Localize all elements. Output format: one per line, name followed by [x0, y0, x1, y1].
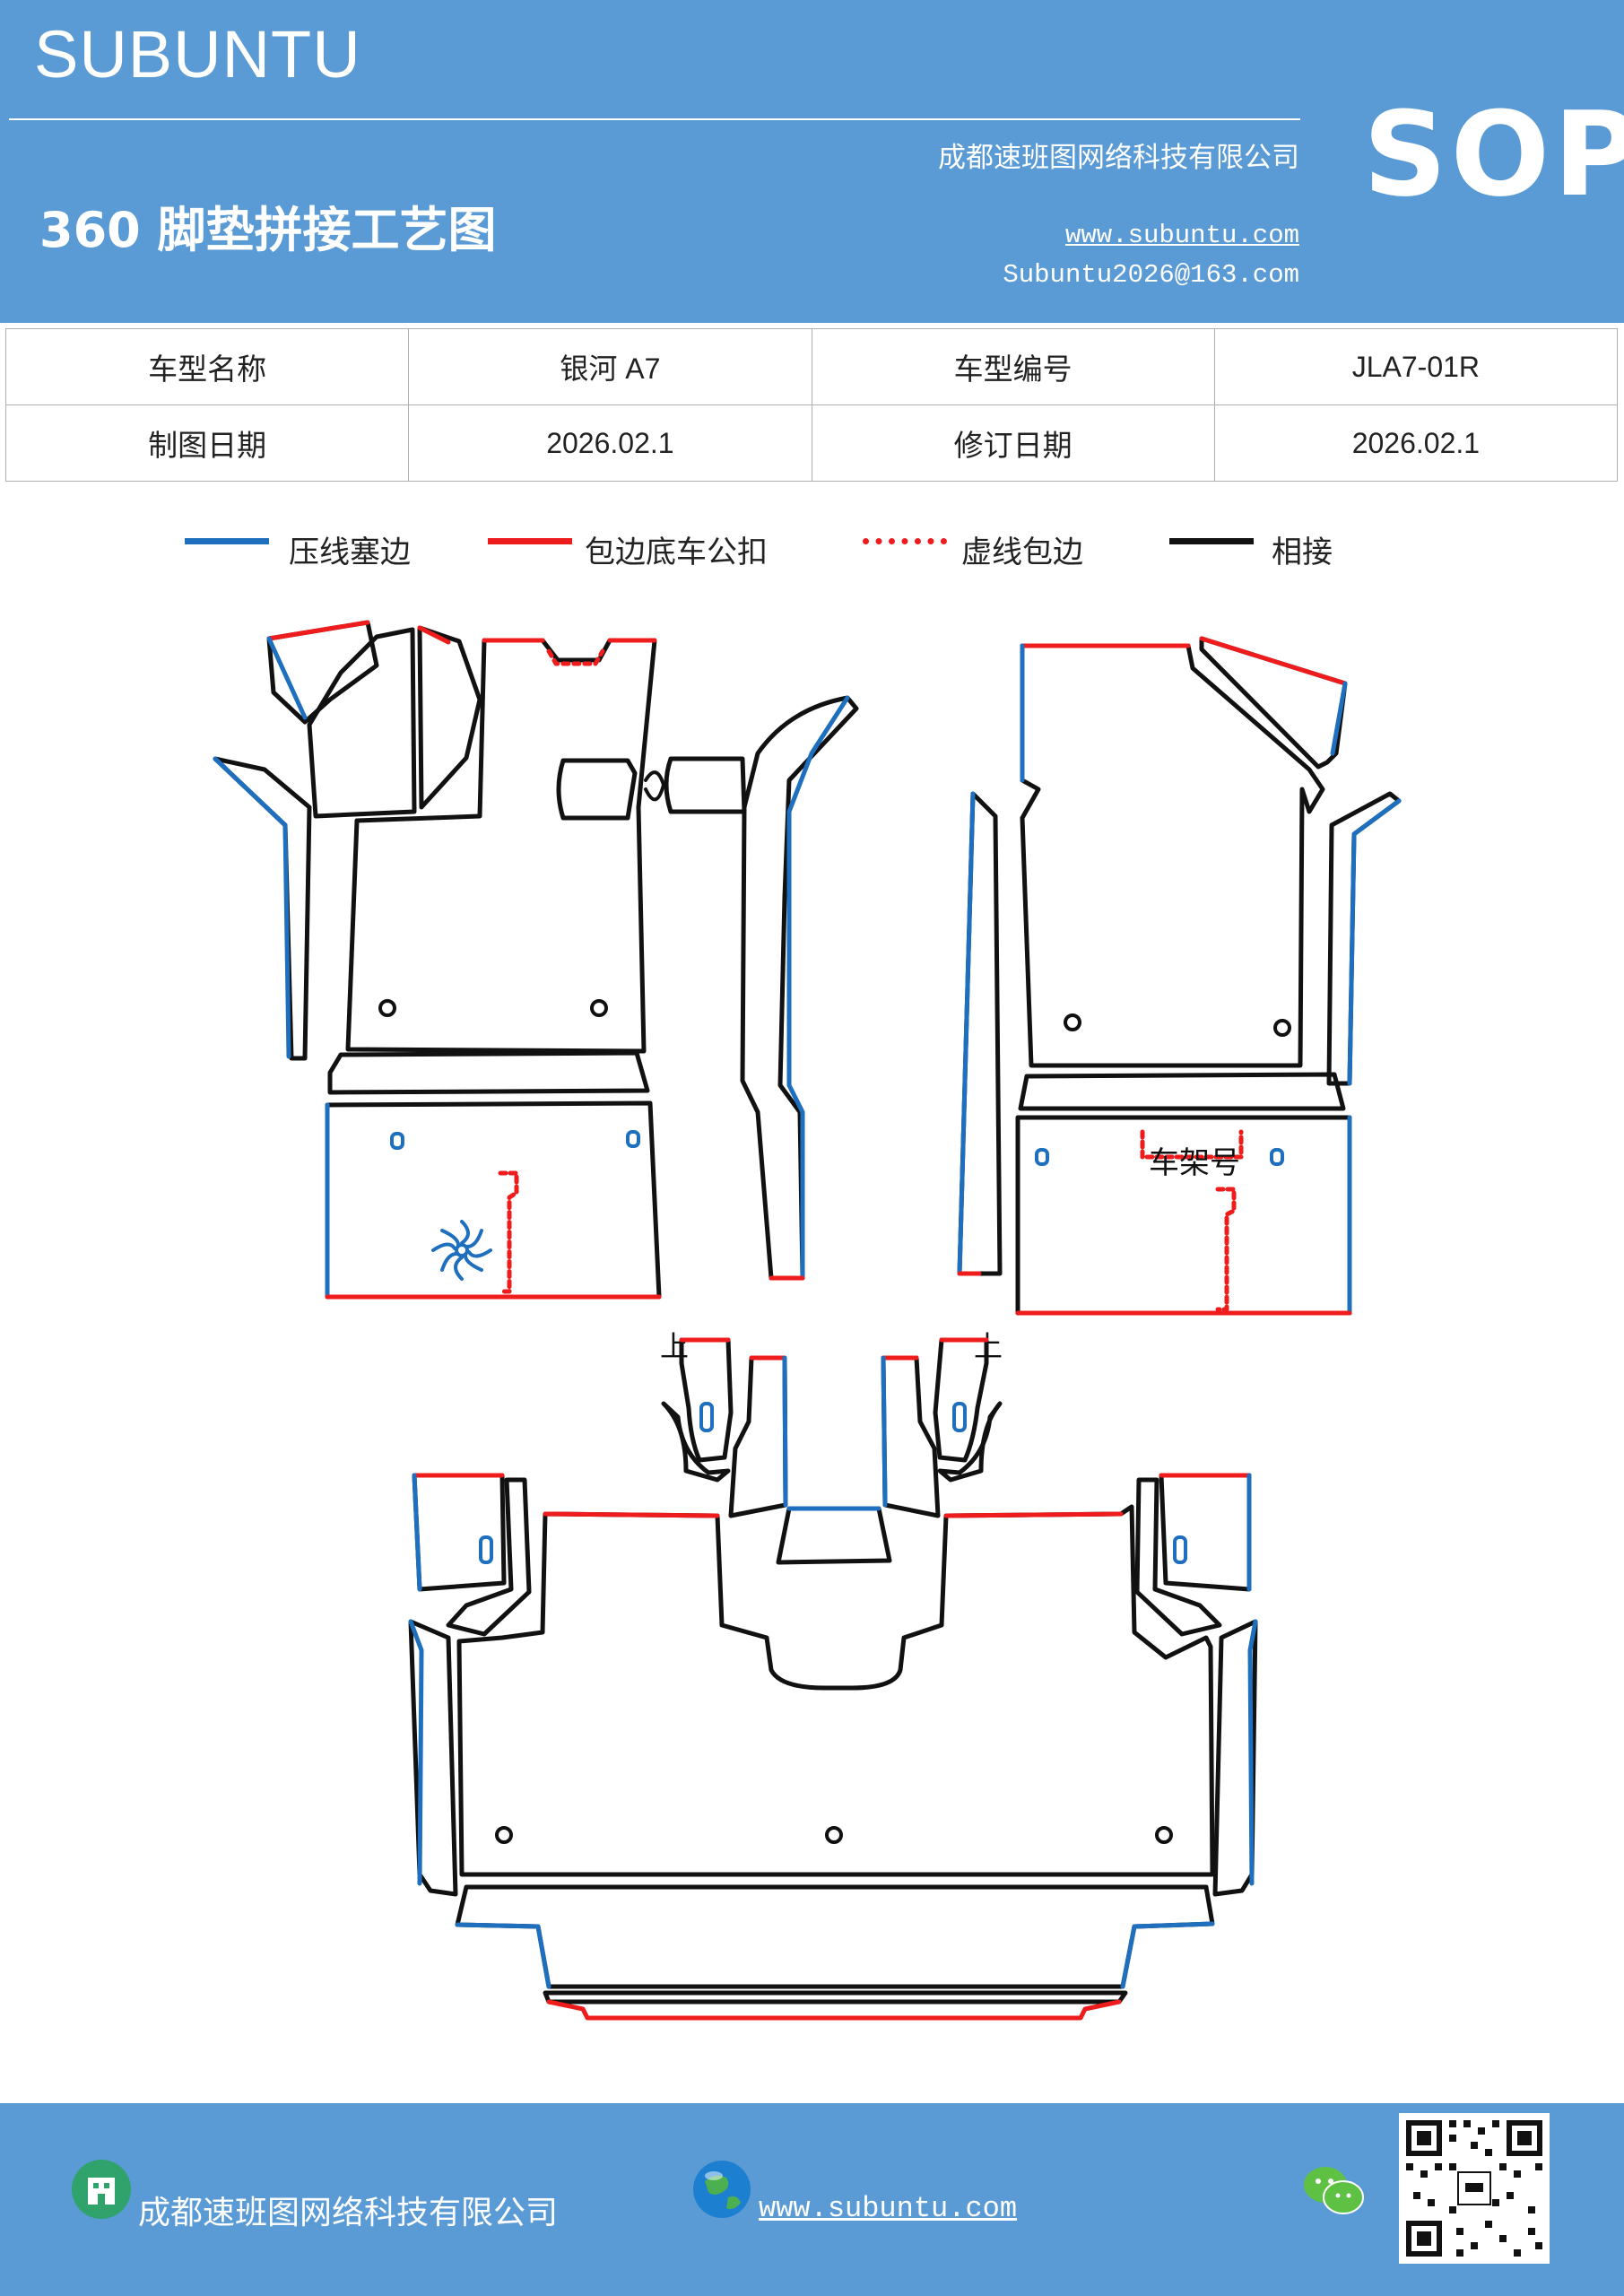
mount-hole: [1155, 1826, 1173, 1844]
mount-hole: [590, 999, 608, 1017]
fan-logo-icon: [431, 1220, 492, 1281]
left-front-upper-insert: [307, 627, 417, 819]
footer-company: 成都速班图网络科技有限公司: [138, 2195, 559, 2231]
rear-left-corner-piece: [412, 1473, 507, 1592]
brand-logo: SUBUNTU: [34, 17, 361, 91]
left-front-mat: [213, 620, 859, 1300]
legend-label-joint: 相接: [1272, 535, 1333, 570]
mount-hole: [1273, 1019, 1291, 1037]
clip-slot: [952, 1402, 967, 1432]
header-website-link[interactable]: www.subuntu.com: [1064, 221, 1299, 250]
tunnel-side-left: [728, 1355, 788, 1518]
floor-mat-plan: 车架号 上 上: [213, 620, 1402, 2021]
left-front-lower-mat: [325, 1100, 662, 1300]
sop-badge: SOP: [1363, 86, 1624, 222]
header-company: 成都速班图网络科技有限公司: [938, 142, 1299, 174]
right-front-mat: 车架号: [957, 636, 1402, 1316]
left-tunnel-clip: [679, 1337, 734, 1463]
legend-label-edge: 包边底车公扣: [585, 535, 768, 570]
header-banner: [0, 0, 1624, 323]
footer-website-link[interactable]: www.subuntu.com: [759, 2192, 1018, 2225]
rear-left-side-strip: [408, 1619, 458, 1897]
clip-slot: [1173, 1535, 1187, 1564]
left-front-tab: [556, 758, 638, 821]
model-code-value: JLA7-01R: [1213, 328, 1619, 405]
frame-number-label: 车架号: [1149, 1145, 1240, 1181]
clip-slot: [1035, 1148, 1049, 1166]
table-row: 车型名称 银河 A7 车型编号 JLA7-01R: [4, 328, 1619, 405]
left-front-side-insert: [417, 625, 482, 810]
building-icon: [72, 2160, 131, 2219]
rear-main-mat: [456, 1504, 1215, 1877]
draw-date-label: 制图日期: [4, 404, 410, 482]
left-front-heel-strip: [327, 1050, 650, 1095]
clip-slot: [699, 1402, 714, 1432]
qr-code: [1399, 2113, 1550, 2264]
header-email: Subuntu2026@163.com: [1003, 260, 1299, 290]
mount-hole: [495, 1826, 513, 1844]
tunnel-center-cap: [776, 1506, 892, 1565]
right-front-corner-piece: [1199, 636, 1348, 770]
up-label-left: 上: [660, 1329, 689, 1363]
legend-swatch-dotted: [863, 538, 947, 544]
right-front-heel-strip: [1018, 1072, 1346, 1111]
mount-hole: [1064, 1013, 1081, 1031]
table-row: 制图日期 2026.02.1 修订日期 2026.02.1: [4, 404, 1619, 482]
wechat-icon: [1304, 2167, 1364, 2214]
draw-date-value: 2026.02.1: [408, 404, 812, 482]
header-divider: [9, 118, 1300, 120]
rear-bottom-trim: [543, 1990, 1128, 2005]
legend: 压线塞边 包边底车公扣 虚线包边 相接: [0, 527, 1624, 570]
revision-date-value: 2026.02.1: [1213, 404, 1619, 482]
left-door-strip: [740, 695, 859, 1281]
legend-label-press: 压线塞边: [289, 535, 411, 570]
model-name-label: 车型名称: [4, 328, 410, 405]
clip-slot: [1270, 1148, 1284, 1166]
revision-date-label: 修订日期: [811, 404, 1215, 482]
legend-label-dotted: 虚线包边: [961, 535, 1083, 570]
left-front-tab-2: [664, 756, 747, 814]
model-name-value: 银河 A7: [408, 328, 812, 405]
left-front-main-mat: [345, 638, 657, 1054]
clip-slot: [479, 1535, 493, 1564]
right-side-strip: [1326, 791, 1402, 1086]
mount-hole: [378, 999, 396, 1017]
right-front-main-mat: [1020, 643, 1325, 1068]
legend-swatch-press: [185, 538, 269, 544]
tunnel-pieces: 上 上: [660, 1329, 1003, 1565]
rear-floor-mat: [408, 1473, 1258, 2021]
rear-step-mat: [455, 1884, 1215, 1989]
right-tunnel-clip: [933, 1337, 989, 1463]
clip-slot: [626, 1130, 640, 1148]
vehicle-info-table: 车型名称 银河 A7 车型编号 JLA7-01R 制图日期 2026.02.1 …: [4, 328, 1619, 482]
clip-slot: [390, 1132, 404, 1150]
mount-hole: [825, 1826, 843, 1844]
globe-icon: [693, 2161, 751, 2218]
rear-right-corner-piece: [1159, 1473, 1252, 1592]
tunnel-side-right: [881, 1355, 941, 1518]
legend-swatch-edge: [488, 538, 572, 544]
model-code-label: 车型编号: [811, 328, 1215, 405]
page-title: 360 脚垫拼接工艺图: [39, 202, 497, 258]
legend-swatch-joint: [1169, 538, 1254, 544]
